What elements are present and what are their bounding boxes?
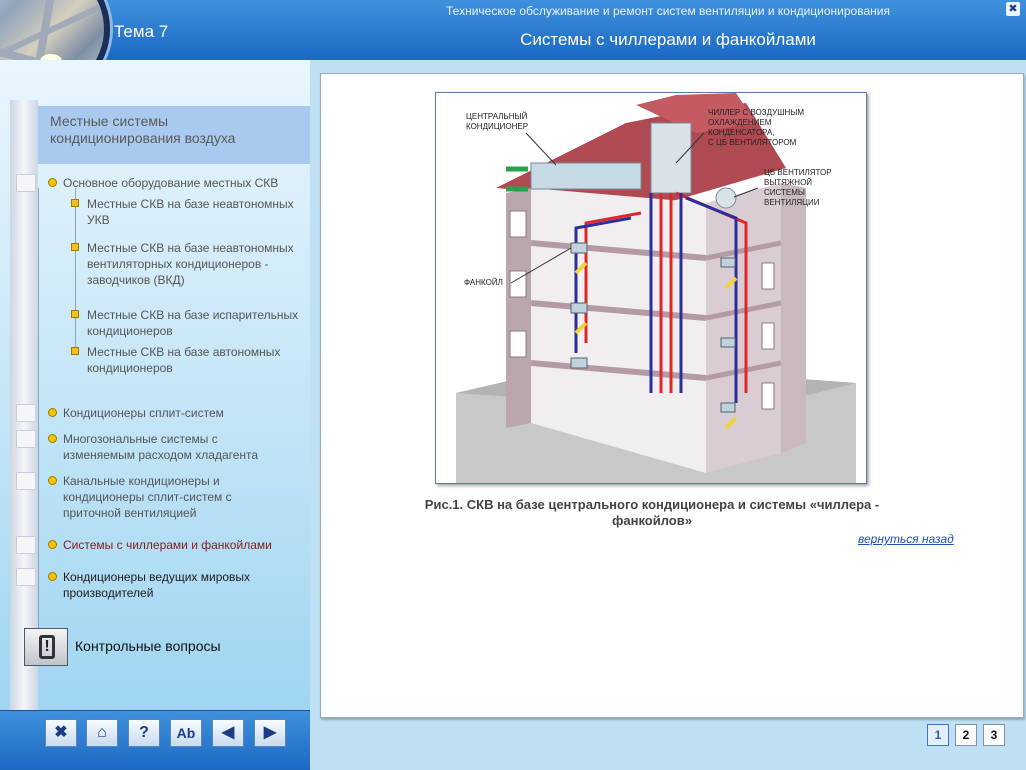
nav-item-box	[16, 430, 36, 448]
air-arrow	[724, 416, 738, 430]
exit-button[interactable]: ✖	[45, 719, 77, 747]
bullet-icon	[48, 178, 57, 187]
sub-item-label: Местные СКВ на базе неавтономных УКВ	[87, 197, 294, 227]
fancoil-unit	[570, 242, 588, 254]
air-arrow	[574, 261, 588, 275]
fancoil-unit	[720, 257, 736, 268]
fancoil-unit	[570, 302, 588, 314]
course-title: Техническое обслуживание и ремонт систем…	[446, 4, 890, 18]
bullet-icon	[48, 540, 57, 549]
nav-item-label: Системы с чиллерами и фанкойлами	[63, 538, 272, 552]
exhaust-fan	[715, 187, 737, 209]
quiz-icon: !	[24, 628, 68, 666]
page-button-1[interactable]: 1	[927, 724, 949, 746]
quiz-link[interactable]: ! Контрольные вопросы	[24, 628, 304, 668]
home-button[interactable]: ⌂	[86, 719, 118, 747]
square-bullet-icon	[71, 347, 79, 355]
square-bullet-icon	[71, 243, 79, 251]
quiz-label: Контрольные вопросы	[75, 638, 221, 654]
right-wall-edge	[781, 183, 806, 453]
nav-item-box	[16, 404, 36, 422]
prev-button[interactable]: ◀	[212, 719, 244, 747]
fancoil-unit	[720, 337, 736, 348]
nav-item-label: Кондиционеры сплит-систем	[63, 406, 224, 420]
fancoil-unit	[570, 357, 588, 369]
sub-item-label: Местные СКВ на базе автономных кондицион…	[87, 345, 281, 375]
back-link[interactable]: вернуться назад	[858, 532, 954, 546]
nav-item-label: Канальные кондиционеры и кондиционеры сп…	[63, 474, 232, 520]
fancoil-label: ФАНКОЙЛ	[464, 278, 503, 287]
window	[509, 210, 527, 238]
nav-item-box	[16, 536, 36, 554]
fancoil-unit	[720, 402, 736, 413]
central-conditioner-unit	[530, 162, 642, 190]
window	[761, 322, 775, 350]
square-bullet-icon	[71, 199, 79, 207]
air-arrow	[574, 321, 588, 335]
floor-line	[530, 360, 707, 381]
section-title: Местные системы кондиционирования воздух…	[38, 106, 310, 164]
floor-line	[530, 240, 707, 261]
nav-item-box	[16, 472, 36, 490]
left-wall	[506, 188, 531, 428]
nav-item-label: Кондиционеры ведущих мировых производите…	[63, 570, 251, 600]
roof-ridge	[636, 93, 756, 133]
help-button[interactable]: ?	[128, 719, 160, 747]
leader-line	[675, 132, 705, 164]
glossary-button[interactable]: Ab	[170, 719, 202, 747]
next-button[interactable]: ▶	[254, 719, 286, 747]
nav-item-label: Основное оборудование местных СКВ	[63, 176, 279, 190]
nav-item-box	[16, 174, 36, 192]
floor-line	[705, 240, 782, 261]
chiller-unit	[650, 122, 692, 194]
window	[509, 330, 527, 358]
page-button-2[interactable]: 2	[955, 724, 977, 746]
sidebar: Местные системы кондиционирования воздух…	[0, 60, 310, 710]
window	[761, 262, 775, 290]
leader-line	[525, 132, 557, 166]
bottom-toolbar: ✖ ⌂ ? Ab ◀ ▶	[0, 710, 310, 770]
floor-line	[705, 360, 782, 381]
window	[761, 382, 775, 410]
nav-item-label: Многозональные системы с изменяемым расх…	[63, 432, 259, 462]
window	[509, 270, 527, 298]
header-bar: Техническое обслуживание и ремонт систем…	[0, 0, 1026, 60]
page-title: Системы с чиллерами и фанкойлами	[520, 30, 816, 49]
bullet-icon	[48, 434, 57, 443]
bullet-icon	[48, 476, 57, 485]
leader-line	[733, 187, 759, 198]
figure-caption: Рис.1. СКВ на базе центрального кондицио…	[424, 497, 880, 528]
square-bullet-icon	[71, 310, 79, 318]
sub-item-label: Местные СКВ на базе неавтономных вентиля…	[87, 241, 294, 287]
floor-line	[705, 300, 782, 321]
floor-line	[530, 300, 707, 321]
nav-item-box	[16, 568, 36, 586]
close-window-button[interactable]: ✖	[1006, 2, 1020, 16]
return-pipes	[685, 196, 738, 403]
topic-label: Тема 7	[114, 22, 169, 41]
sub-item-label: Местные СКВ на базе испарительных кондиц…	[87, 308, 299, 338]
air-arrow	[724, 276, 738, 290]
bullet-icon	[48, 572, 57, 581]
leader-line	[510, 247, 572, 284]
page-button-3[interactable]: 3	[983, 724, 1005, 746]
bullet-icon	[48, 408, 57, 417]
